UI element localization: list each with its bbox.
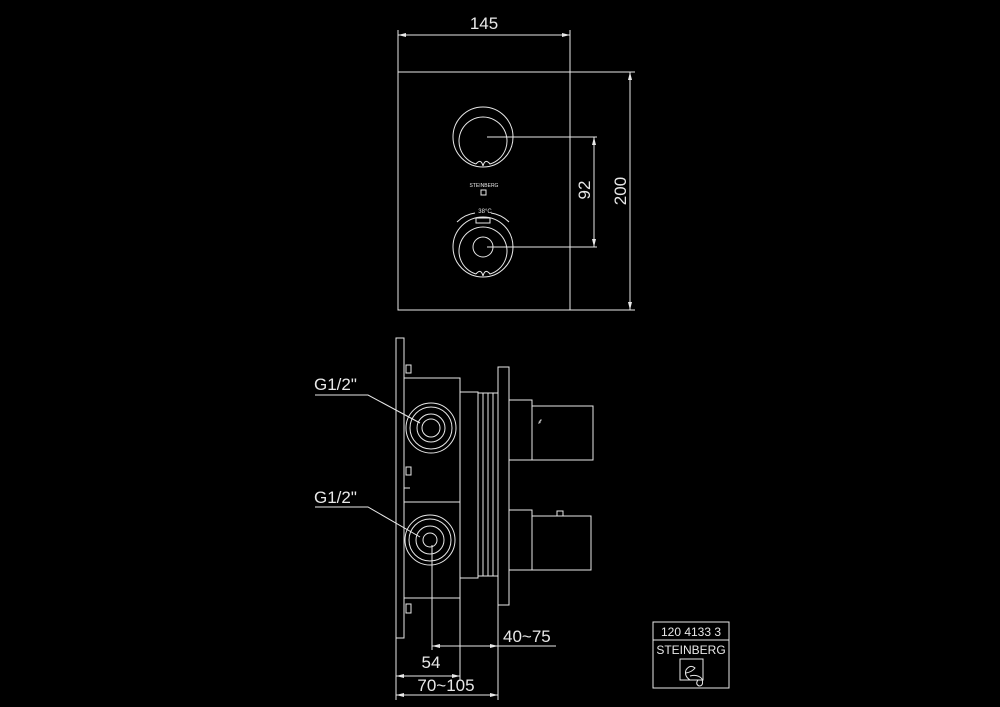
upper-port: [405, 402, 457, 454]
height-dimension-label: 200: [611, 177, 630, 205]
front-view: 145 200 92 STEINBERG 38°C: [397, 14, 635, 311]
lower-port-callout: G1/2": [314, 488, 421, 538]
brand-logo-icon: [679, 658, 704, 687]
upper-handle-side: ⸙: [508, 399, 594, 461]
upper-knob: [452, 106, 514, 168]
width-dimension-label: 145: [470, 14, 498, 33]
width-dimension: 145: [397, 14, 571, 72]
side-view: ⸙ G1/2" G1/2" 40~: [314, 337, 594, 700]
back-plate: [395, 337, 405, 639]
upper-port-callout: G1/2": [314, 375, 421, 424]
body-depth-label: 54: [422, 653, 441, 672]
lower-knob: [452, 216, 514, 278]
total-depth-label: 70~105: [417, 676, 474, 695]
front-depth-label: 40~75: [503, 627, 551, 646]
knob-spacing-label: 92: [575, 181, 594, 200]
brand-mark: STEINBERG: [470, 183, 499, 189]
title-block: 120 4133 3 STEINBERG: [652, 621, 730, 689]
upper-port-label: G1/2": [314, 375, 357, 394]
lower-port-label: G1/2": [314, 488, 357, 507]
brand-name: STEINBERG: [656, 643, 725, 657]
temperature-scale-arc: [456, 212, 510, 223]
ribbed-sleeve: [477, 392, 499, 577]
neck: [459, 391, 479, 579]
article-number: 120 4133 3: [661, 625, 721, 639]
lower-port: [404, 514, 456, 566]
svg-text:⸙: ⸙: [537, 417, 543, 426]
knob-spacing-dimension: 92: [487, 136, 597, 248]
front-plate-side: [497, 366, 510, 606]
lower-handle-side: [508, 509, 592, 571]
front-plate: [397, 71, 571, 311]
depth-dimensions: 40~75 54 70~105: [395, 545, 556, 700]
brand-logo-small: STEINBERG: [470, 183, 499, 196]
temperature-label: 38°C: [478, 209, 492, 215]
height-dimension: 200: [570, 71, 635, 311]
